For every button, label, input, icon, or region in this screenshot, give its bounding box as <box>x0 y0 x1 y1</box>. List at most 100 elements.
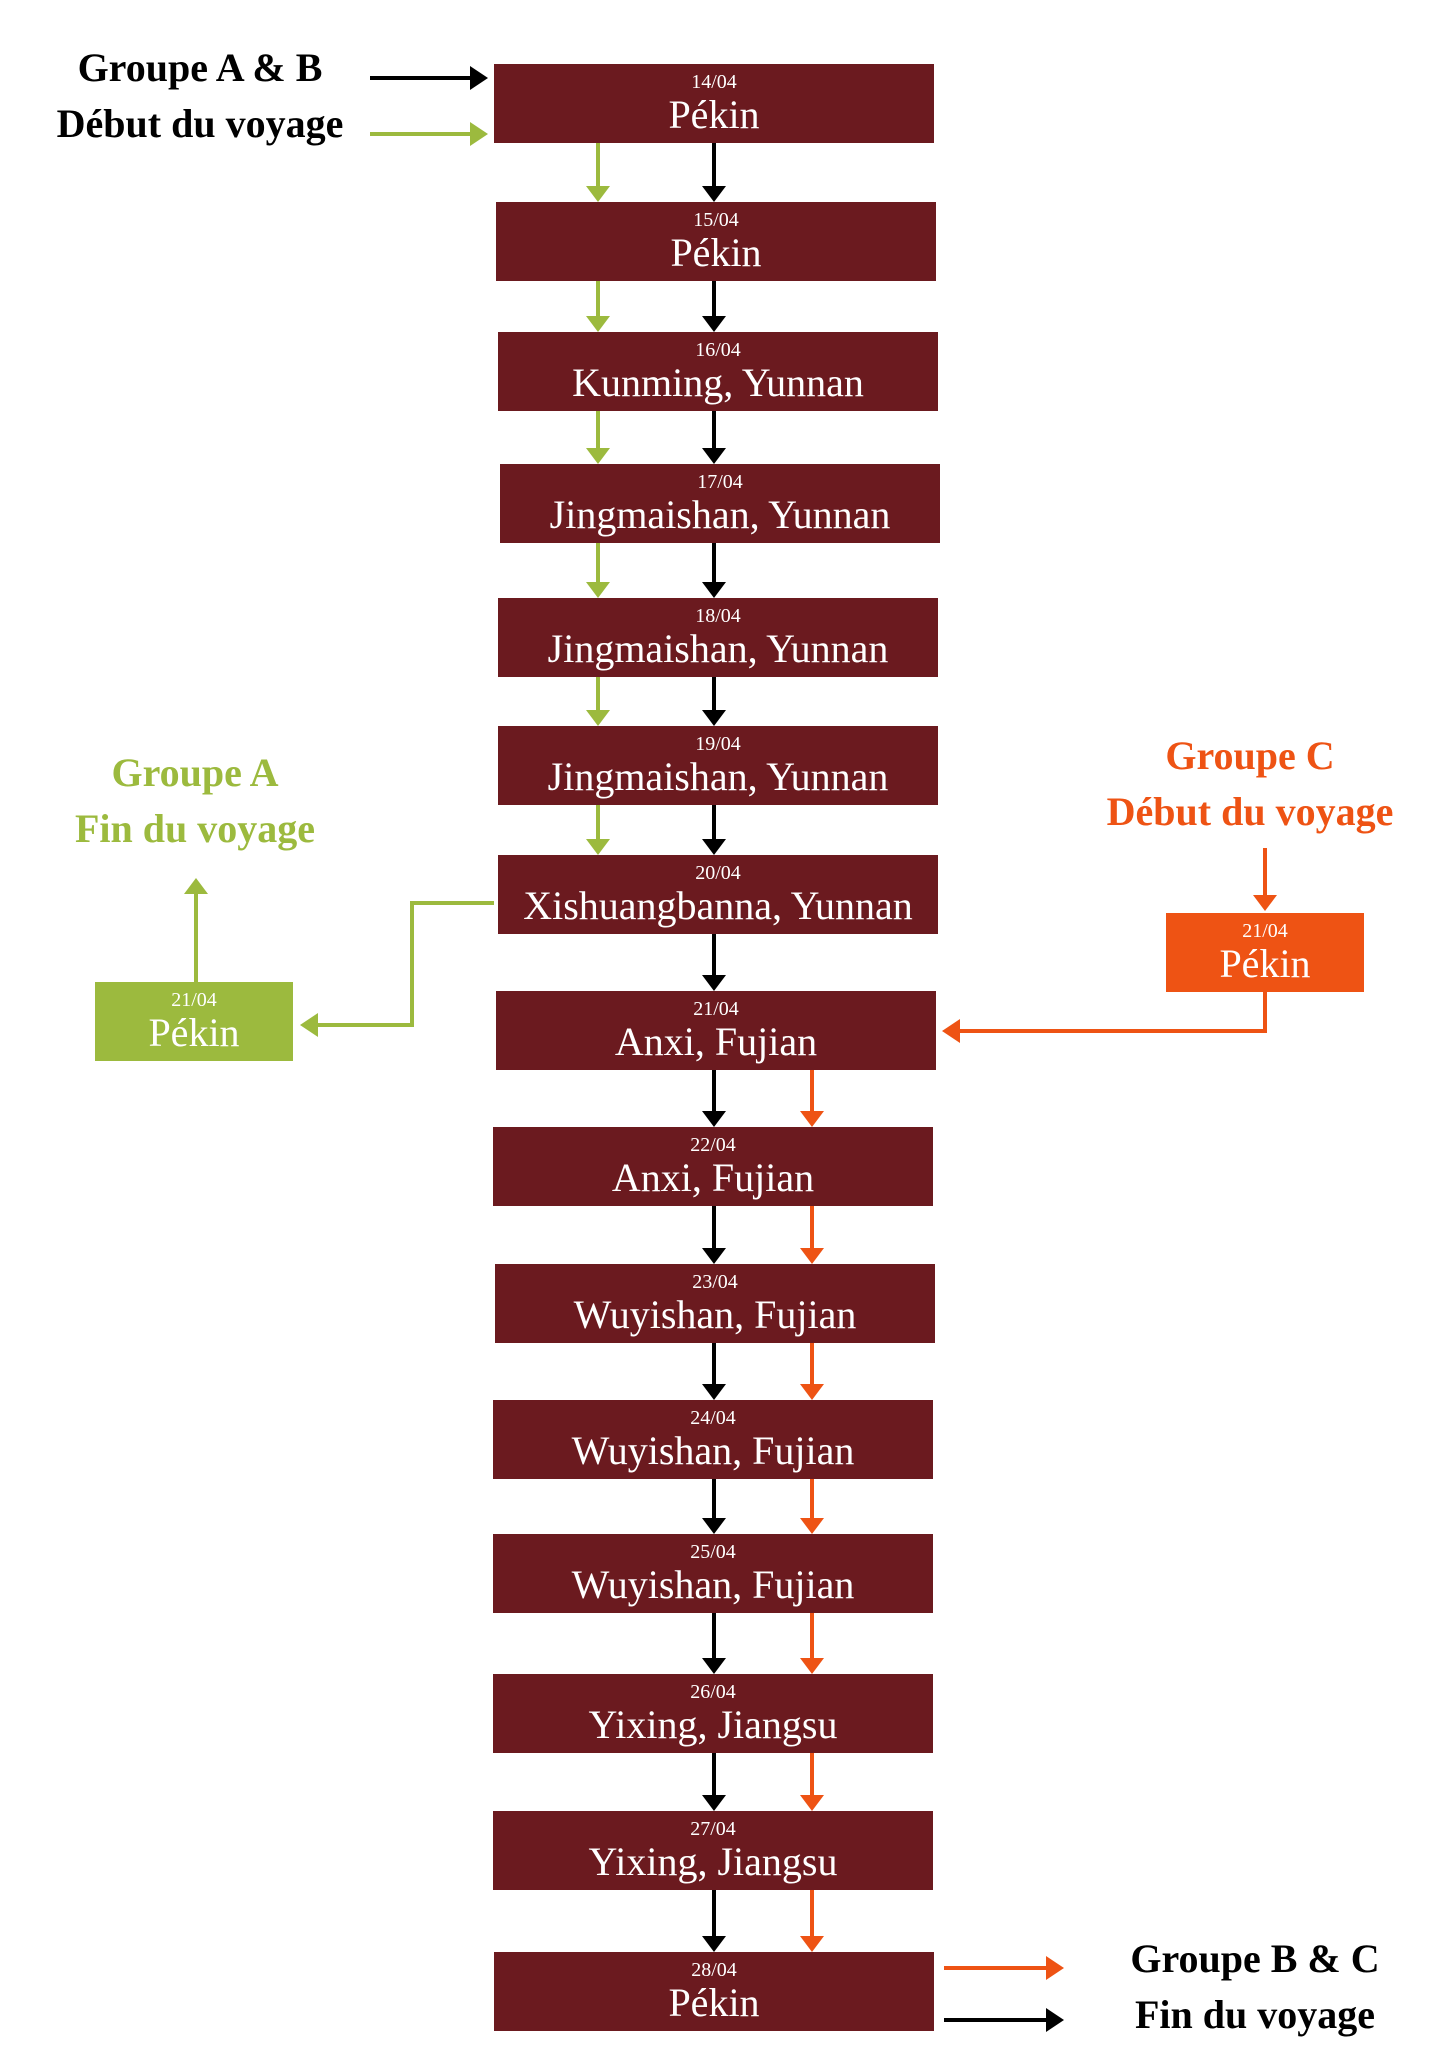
black-down-arrow-13-head <box>702 1795 726 1811</box>
start-black-arrow-head <box>470 66 488 90</box>
black-down-arrow-6-head <box>702 839 726 855</box>
stop-place: Pékin <box>668 1980 760 2025</box>
stop-place: Wuyishan, Fujian <box>571 1562 855 1607</box>
orange-down-arrow-8-head <box>800 1111 824 1127</box>
stop-date: 20/04 <box>695 862 741 884</box>
group-ab-subtitle: Début du voyage <box>56 101 344 146</box>
green-down-arrow-6-head <box>586 839 610 855</box>
stop-place: Pékin <box>668 92 760 137</box>
start-green-arrow-head <box>470 122 488 146</box>
orange-down-arrow-11-head <box>800 1518 824 1534</box>
group-bc-end-label: Groupe B & C Fin du voyage <box>1085 1931 1425 2043</box>
stop-date: 26/04 <box>690 1681 736 1703</box>
stop-place: Xishuangbanna, Yunnan <box>523 883 913 928</box>
stop-date: 24/04 <box>690 1407 736 1429</box>
black-down-arrow-5-head <box>702 710 726 726</box>
stop-date: 16/04 <box>695 339 741 361</box>
stop-place: Anxi, Fujian <box>614 1019 818 1064</box>
stop-place: Yixing, Jiangsu <box>588 1839 838 1884</box>
group-a-end-box: 21/04 Pékin <box>95 982 293 1061</box>
stop-date: 25/04 <box>690 1541 736 1563</box>
green-down-arrow-4-head <box>586 582 610 598</box>
black-down-arrow-3-head <box>702 448 726 464</box>
stop-place: Wuyishan, Fujian <box>571 1428 855 1473</box>
group-a-title: Groupe A <box>111 750 279 795</box>
stop-date: 22/04 <box>690 1134 736 1156</box>
green-down-arrow-1-head <box>586 186 610 202</box>
stop-place: Jingmaishan, Yunnan <box>547 754 889 799</box>
black-down-arrow-9-head <box>702 1248 726 1264</box>
group-a-exit-arrow-head <box>300 1013 318 1037</box>
group-c-entry-arrow-head <box>942 1019 960 1043</box>
stop-date: 17/04 <box>697 471 743 493</box>
group-a-subtitle: Fin du voyage <box>74 806 316 851</box>
stop-date: 21/04 <box>693 998 739 1020</box>
group-a-end-place: Pékin <box>148 1010 240 1055</box>
group-a-end-label: Groupe A Fin du voyage <box>40 745 350 857</box>
black-down-arrow-10-head <box>702 1384 726 1400</box>
group-bc-title: Groupe B & C <box>1130 1936 1380 1981</box>
group-c-title: Groupe C <box>1165 733 1335 778</box>
black-down-arrow-1-head <box>702 186 726 202</box>
group-c-down-arrow-head <box>1253 895 1277 911</box>
black-down-arrow-11-head <box>702 1518 726 1534</box>
black-down-arrow-8-head <box>702 1111 726 1127</box>
end-black-arrow-head <box>1046 2008 1064 2032</box>
group-ab-title: Groupe A & B <box>77 45 323 90</box>
group-a-end-date: 21/04 <box>171 989 217 1011</box>
stop-place: Kunming, Yunnan <box>572 360 864 405</box>
group-c-subtitle: Début du voyage <box>1106 789 1394 834</box>
black-down-arrow-7-head <box>702 975 726 991</box>
black-down-arrow-4-head <box>702 582 726 598</box>
group-c-start-date: 21/04 <box>1242 920 1288 942</box>
orange-down-arrow-9-head <box>800 1248 824 1264</box>
orange-down-arrow-14-head <box>800 1936 824 1952</box>
group-c-start-box: 21/04 Pékin <box>1166 913 1364 992</box>
stop-place: Jingmaishan, Yunnan <box>547 626 889 671</box>
orange-down-arrow-10-head <box>800 1384 824 1400</box>
stop-place: Pékin <box>670 230 762 275</box>
stop-place: Jingmaishan, Yunnan <box>549 492 891 537</box>
green-down-arrow-2-head <box>586 316 610 332</box>
stop-date: 27/04 <box>690 1818 736 1840</box>
stop-date: 15/04 <box>693 209 739 231</box>
green-down-arrow-3-head <box>586 448 610 464</box>
group-c-start-place: Pékin <box>1219 941 1311 986</box>
stop-date: 23/04 <box>692 1271 738 1293</box>
orange-down-arrow-12-head <box>800 1658 824 1674</box>
stop-date: 18/04 <box>695 605 741 627</box>
stop-date: 19/04 <box>695 733 741 755</box>
group-a-exit-line <box>320 901 494 1027</box>
group-bc-subtitle: Fin du voyage <box>1134 1992 1376 2037</box>
green-down-arrow-5-head <box>586 710 610 726</box>
group-ab-start-label: Groupe A & B Début du voyage <box>30 40 370 152</box>
stop-place: Yixing, Jiangsu <box>588 1702 838 1747</box>
orange-down-arrow-13-head <box>800 1795 824 1811</box>
group-c-start-label: Groupe C Début du voyage <box>1080 728 1420 840</box>
stop-date: 14/04 <box>691 71 737 93</box>
black-down-arrow-14-head <box>702 1936 726 1952</box>
end-orange-arrow-head <box>1046 1956 1064 1980</box>
stop-place: Anxi, Fujian <box>611 1155 815 1200</box>
stop-date: 28/04 <box>691 1959 737 1981</box>
stop-place: Wuyishan, Fujian <box>573 1292 857 1337</box>
group-a-up-arrow-head <box>184 878 208 894</box>
black-down-arrow-2-head <box>702 316 726 332</box>
